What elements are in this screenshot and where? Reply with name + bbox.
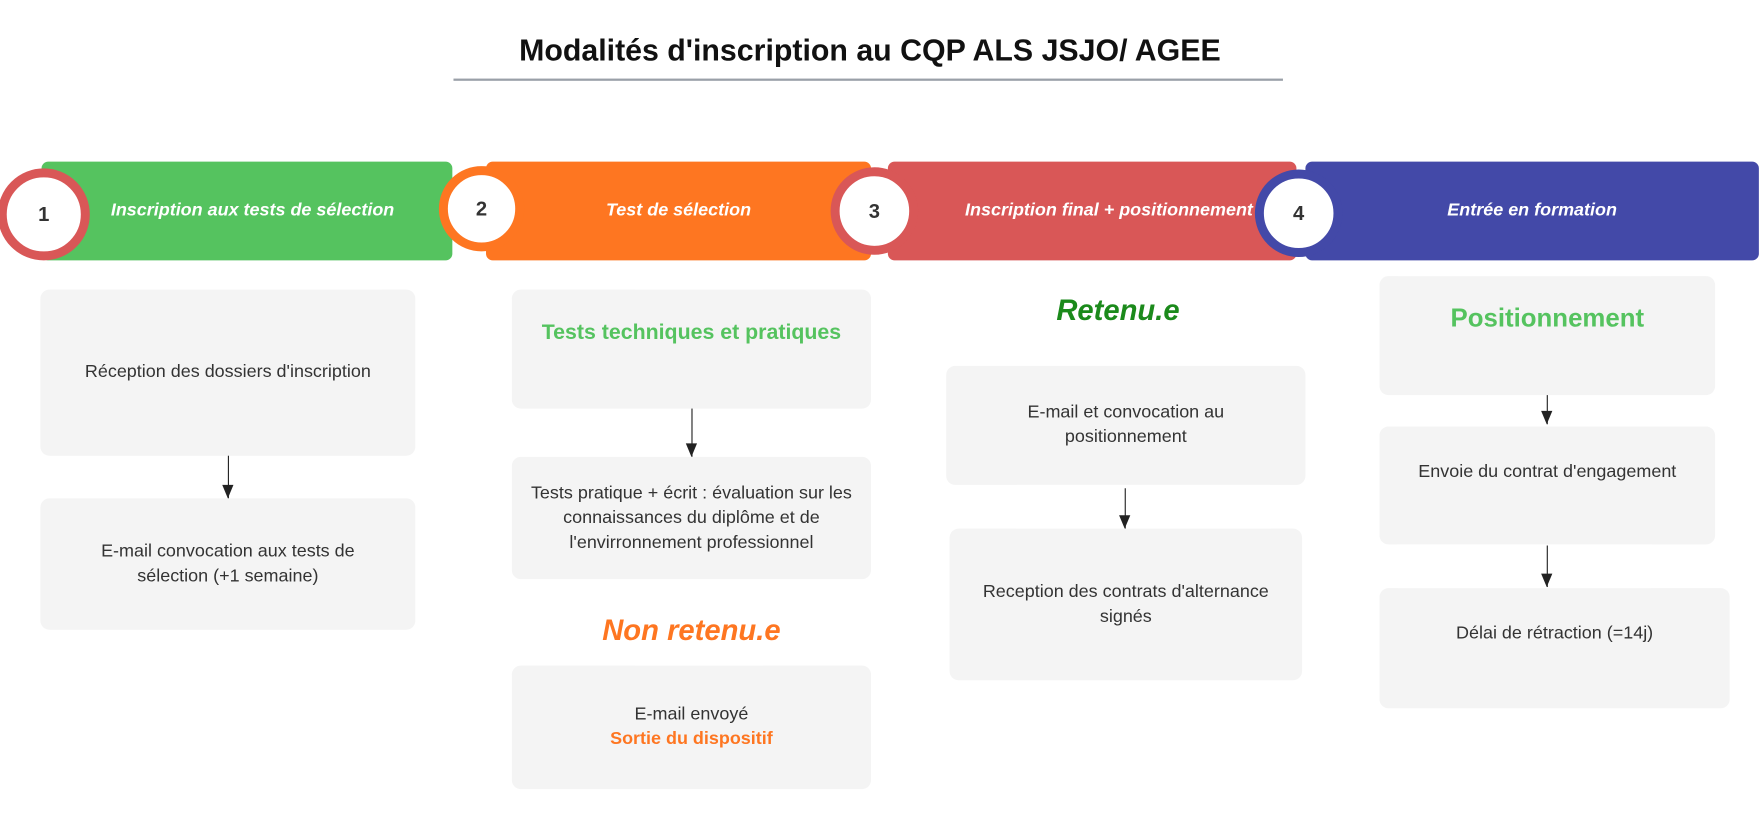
arrow-down-icon [685, 408, 698, 457]
non-retenu-label: Non retenu.e [602, 612, 781, 647]
step-1-number: 1 [38, 202, 50, 226]
col1-box2-text: E-mail convocation aux tests de sélectio… [101, 541, 355, 586]
title-underline [453, 78, 1283, 81]
col1-box-reception: Réception des dossiers d'inscription [40, 289, 416, 456]
col4-box2-text: Envoie du contrat d'engagement [1418, 462, 1677, 482]
col4-box3-text: Délai de rétraction (=14j) [1456, 624, 1654, 644]
col4-box-retractation: Délai de rétraction (=14j) [1379, 588, 1730, 709]
step-3-banner: Inscription final + positionnement [887, 161, 1297, 261]
col3-box1-text: E-mail et convocation au positionnement [1027, 402, 1225, 447]
step-2-number: 2 [475, 196, 488, 220]
col3-box2-text: Reception des contrats d'alternance sign… [982, 581, 1269, 626]
col3-box-contrats: Reception des contrats d'alternance sign… [949, 528, 1303, 681]
col2-box-evaluation: Tests pratique + écrit : évaluation sur … [511, 456, 872, 580]
retenu-label: Retenu.e [1056, 292, 1180, 327]
col2-box1-text: Tests techniques et pratiques [541, 321, 842, 345]
col2-box-exit: E-mail envoyé Sortie du dispositif [511, 665, 872, 790]
step-3-badge: 3 [830, 167, 919, 255]
page-title: Modalités d'inscription au CQP ALS JSJO/… [519, 33, 1221, 68]
step-1-badge: 1 [0, 168, 90, 261]
arrow-down-icon [1119, 488, 1131, 529]
col1-box-email: E-mail convocation aux tests de sélectio… [40, 498, 416, 630]
step-3-number: 3 [868, 199, 881, 222]
step-2-banner: Test de sélection [486, 161, 872, 261]
arrow-down-icon [222, 455, 234, 499]
step-1-banner: Inscription aux tests de sélection [41, 161, 453, 261]
step-4-banner: Entrée en formation [1305, 161, 1759, 261]
step-4-number: 4 [1293, 201, 1305, 224]
step-1-label: Inscription aux tests de sélection [110, 200, 395, 221]
step-2-label: Test de sélection [605, 200, 752, 221]
step-4-label: Entrée en formation [1447, 200, 1617, 221]
col4-box-contrat: Envoie du contrat d'engagement [1379, 426, 1716, 545]
step-3-label: Inscription final + positionnement [965, 200, 1253, 221]
col4-box1-text: Positionnement [1450, 303, 1645, 333]
arrow-down-icon [1541, 395, 1553, 425]
col2-box3-line2: Sortie du dispositif [610, 729, 773, 749]
col2-box3-line1: E-mail envoyé [634, 704, 749, 724]
arrow-down-icon [1541, 545, 1553, 588]
col1-box1-text: Réception des dossiers d'inscription [84, 362, 371, 382]
col2-box-tests: Tests techniques et pratiques [511, 289, 872, 409]
col4-box-positionnement: Positionnement [1379, 276, 1716, 396]
step-2-badge: 2 [438, 166, 525, 252]
step-4-badge: 4 [1254, 169, 1343, 258]
col2-box2-text: Tests pratique + écrit : évaluation sur … [530, 483, 852, 552]
col3-box-convocation: E-mail et convocation au positionnement [946, 365, 1306, 485]
